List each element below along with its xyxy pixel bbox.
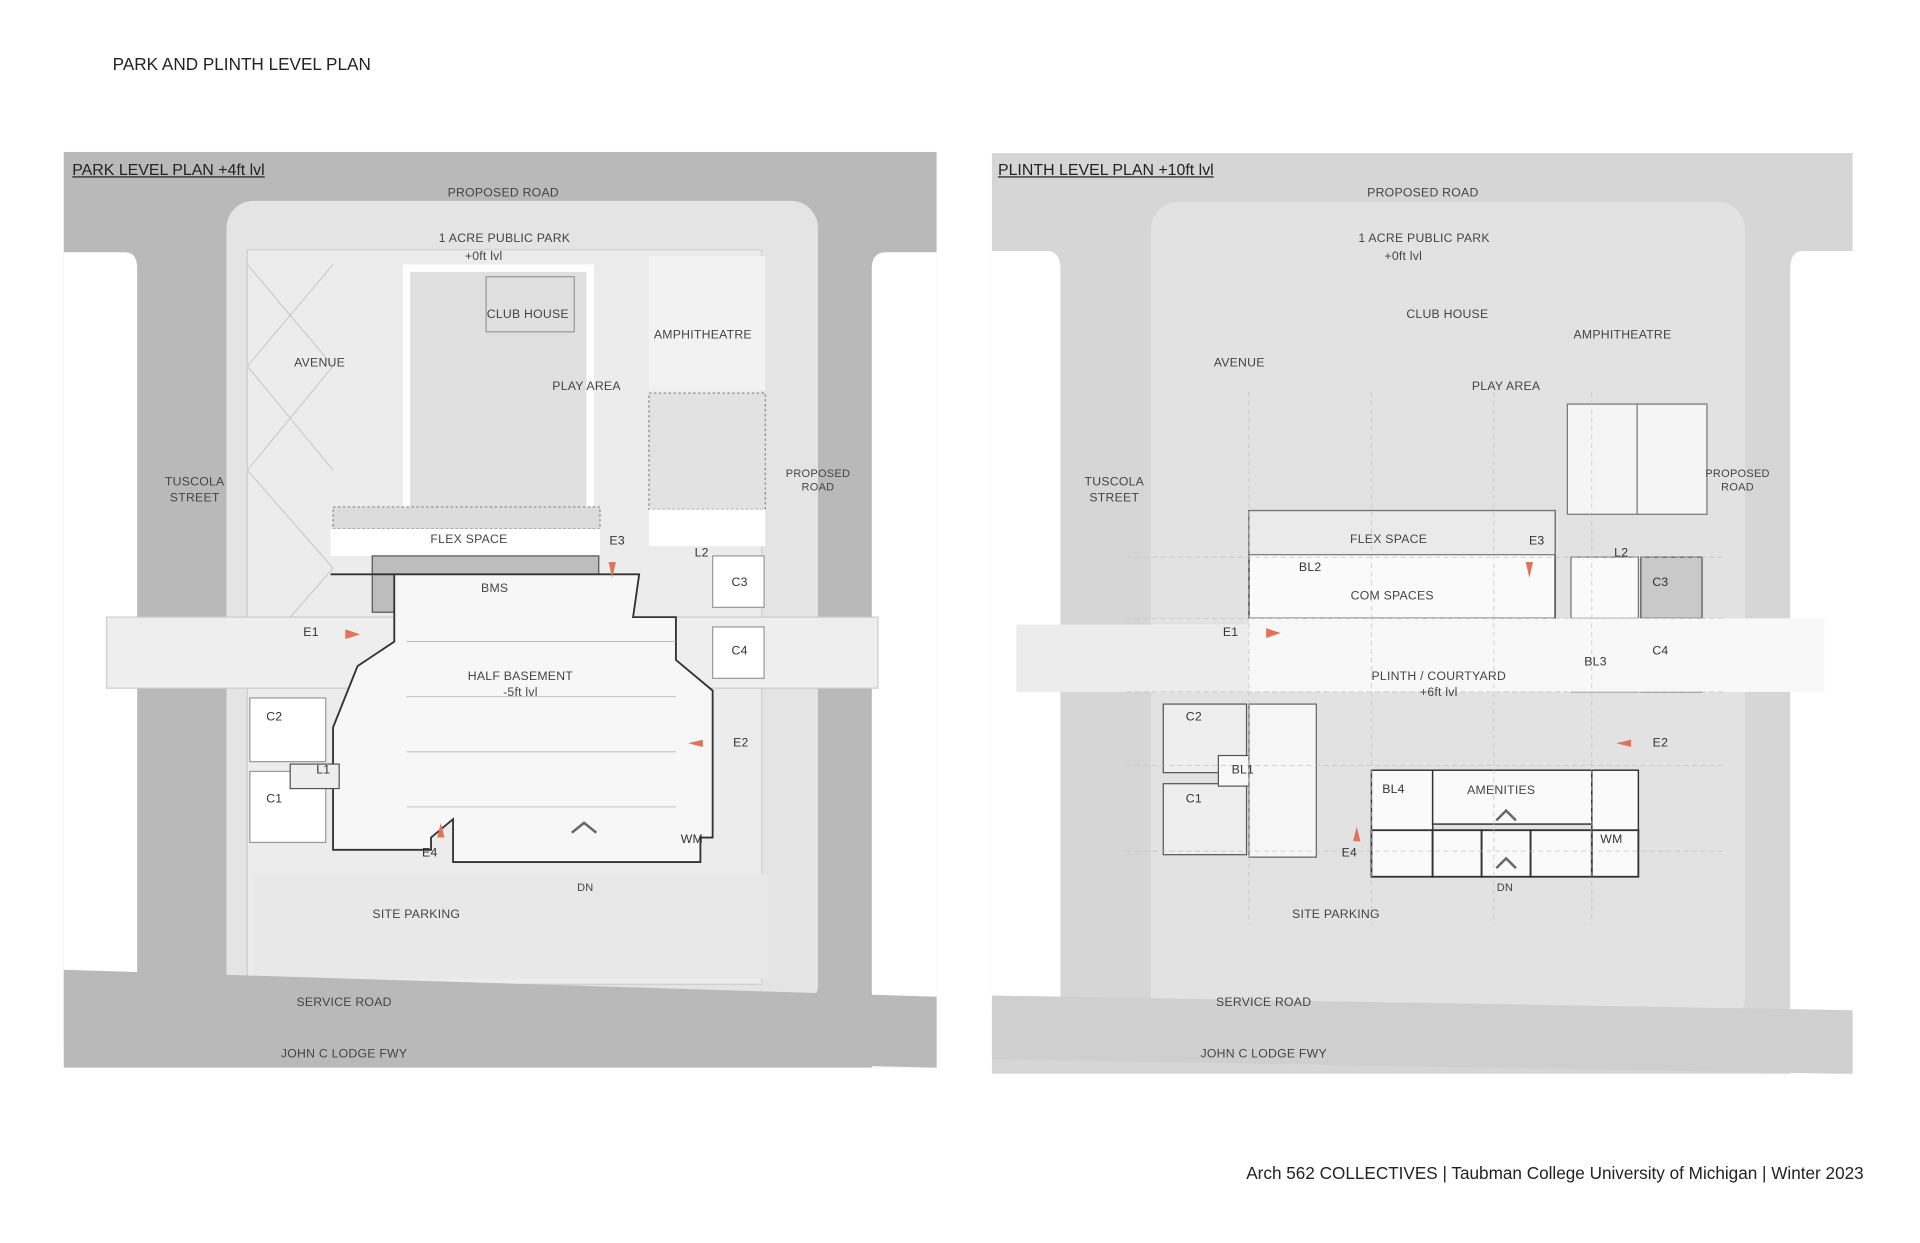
label-proposed-road: PROPOSED ROAD (1367, 186, 1479, 201)
label-bl3: BL3 (1584, 655, 1607, 670)
label-proposed: PROPOSED (785, 467, 851, 480)
label-bl2: BL2 (1298, 561, 1322, 575)
label-public-park: 1 ACRE PUBLIC PARK (1358, 232, 1490, 246)
label-c2: C2 (1185, 710, 1202, 725)
label-flex-space: FLEX SPACE (430, 533, 508, 547)
label-e4: E4 (1341, 846, 1358, 861)
label-amphitheatre: AMPHITHEATRE (653, 328, 752, 343)
label-avenue: AVENUE (294, 356, 346, 371)
label-club-house: CLUB HOUSE (1406, 307, 1489, 322)
label-play-area: PLAY AREA (1471, 380, 1541, 394)
label-service-road: SERVICE ROAD (1216, 996, 1312, 1010)
label-public-park: 1 ACRE PUBLIC PARK (438, 232, 571, 246)
label-flex-space: FLEX SPACE (1350, 533, 1428, 547)
label-club-house: CLUB HOUSE (486, 307, 569, 322)
label-e1: E1 (1222, 626, 1239, 640)
label-c2: C2 (266, 710, 283, 725)
label-tuscola: TUSCOLA (1084, 475, 1145, 490)
label-half-basement: HALF BASEMENT (467, 670, 574, 684)
label-street: STREET (169, 491, 220, 506)
label-tuscola: TUSCOLA (164, 475, 225, 490)
label-service-road: SERVICE ROAD (296, 996, 392, 1010)
label-park-level: +0ft lvl (1384, 250, 1423, 264)
label-e3: E3 (609, 534, 625, 548)
label-site-parking: SITE PARKING (1292, 907, 1380, 922)
label-com-spaces: COM SPACES (1350, 589, 1434, 604)
park-plan-title: PARK LEVEL PLAN +4ft lvl (72, 160, 265, 179)
label-road: ROAD (1721, 480, 1754, 493)
label-proposed: PROPOSED (1705, 467, 1770, 480)
label-e2: E2 (1652, 736, 1669, 751)
label-freeway: JOHN C LODGE FWY (280, 1047, 408, 1062)
page-title: PARK AND PLINTH LEVEL PLAN (112, 53, 371, 74)
label-c4: C4 (731, 644, 748, 659)
label-wm: WM (680, 833, 703, 847)
label-bl4: BL4 (1382, 783, 1405, 797)
label-wm: WM (1600, 833, 1623, 847)
label-l2: L2 (694, 546, 709, 561)
label-c3: C3 (731, 576, 748, 590)
label-dn: DN (1496, 881, 1514, 894)
plinth-plan-title: PLINTH LEVEL PLAN +10ft lvl (997, 160, 1214, 179)
label-c4: C4 (1652, 644, 1669, 659)
label-e2: E2 (733, 736, 749, 751)
label-amphitheatre: AMPHITHEATRE (1573, 328, 1672, 343)
label-l2: L2 (1614, 546, 1629, 561)
label-e4: E4 (422, 846, 438, 861)
label-street: STREET (1089, 491, 1140, 506)
label-avenue: AVENUE (1213, 356, 1265, 371)
label-c3: C3 (1652, 576, 1669, 590)
footer-credit: Arch 562 COLLECTIVES | Taubman College U… (1246, 1163, 1864, 1183)
label-road: ROAD (801, 480, 835, 493)
label-basement-level: -5ft lvl (503, 686, 538, 700)
label-l1: L1 (316, 763, 331, 777)
label-bms: BMS (481, 582, 509, 596)
label-c1: C1 (1185, 792, 1202, 807)
label-bl1: BL1 (1231, 763, 1255, 777)
label-park-level: +0ft lvl (464, 250, 503, 264)
park-level-plan-drawing (63, 151, 937, 1068)
label-site-parking: SITE PARKING (372, 907, 461, 922)
label-e3: E3 (1528, 534, 1545, 548)
label-plinth-courtyard: PLINTH / COURTYARD (1371, 670, 1507, 684)
label-play-area: PLAY AREA (552, 380, 621, 394)
label-c1: C1 (266, 792, 283, 807)
label-amenities: AMENITIES (1467, 784, 1536, 798)
label-e1: E1 (303, 626, 319, 640)
label-proposed-road: PROPOSED ROAD (447, 186, 559, 201)
label-dn: DN (577, 881, 594, 894)
plinth-level-plan-drawing (991, 153, 1853, 1074)
label-freeway: JOHN C LODGE FWY (1200, 1047, 1327, 1062)
label-courtyard-level: +6ft lvl (1419, 686, 1458, 700)
